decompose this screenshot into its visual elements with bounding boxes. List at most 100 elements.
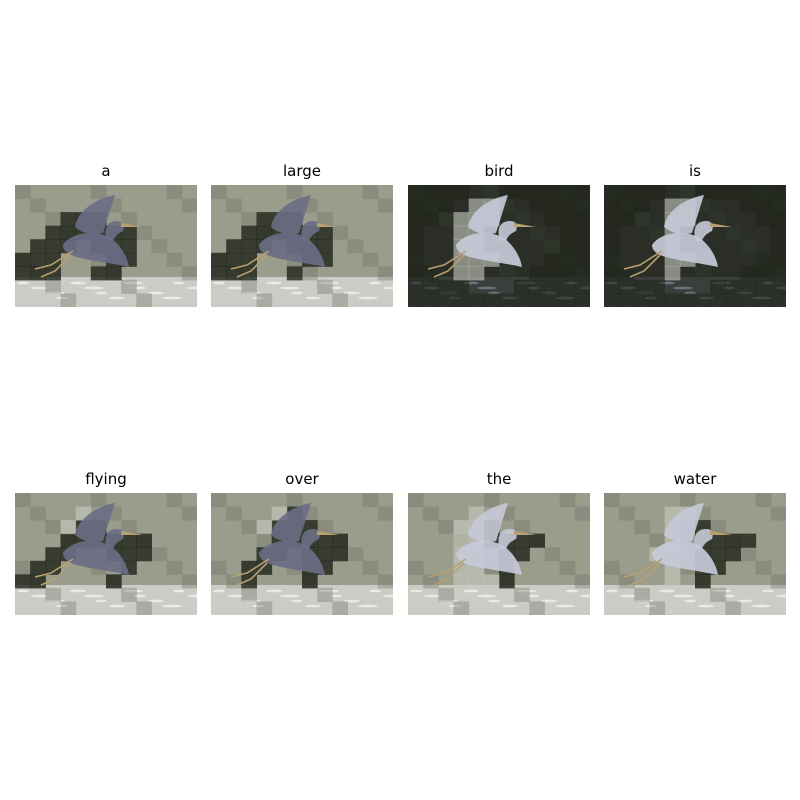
attention-tile-dark bbox=[740, 293, 757, 307]
water-ripple bbox=[45, 291, 65, 295]
attention-tile-dark bbox=[679, 293, 696, 307]
attention-tile-dark bbox=[755, 252, 772, 267]
attention-tile-dark bbox=[574, 198, 590, 213]
attention-tile-dark bbox=[408, 239, 424, 254]
water-ripple bbox=[173, 589, 185, 593]
attention-tile bbox=[241, 212, 257, 227]
attention-tile bbox=[408, 493, 424, 508]
water-ripple bbox=[319, 589, 339, 593]
attention-tile-dark bbox=[664, 293, 681, 307]
attention-tile-dark bbox=[710, 547, 726, 562]
attention-tile bbox=[559, 493, 576, 508]
water-ripple bbox=[516, 589, 536, 593]
water-ripple bbox=[330, 594, 342, 598]
heron-body bbox=[652, 540, 718, 575]
attention-tile-dark bbox=[604, 266, 620, 281]
water-ripple bbox=[56, 296, 68, 300]
attention-tile bbox=[151, 547, 168, 562]
attention-tile-dark bbox=[740, 198, 757, 213]
panel-word-title: large bbox=[282, 162, 321, 180]
attention-tile-dark bbox=[317, 239, 333, 254]
attention-tile-dark bbox=[740, 279, 757, 294]
water-ripple bbox=[280, 594, 300, 598]
attention-tile-dark bbox=[15, 574, 31, 589]
attention-tile-dark bbox=[619, 212, 635, 227]
attention-tile-dark bbox=[725, 547, 741, 562]
water-ripple bbox=[449, 604, 461, 608]
attention-tile-dark bbox=[15, 252, 31, 267]
attention-tile bbox=[514, 520, 530, 535]
attention-tile-dark bbox=[241, 225, 257, 240]
panel-word-title: water bbox=[673, 470, 717, 488]
attention-tile-dark bbox=[770, 225, 786, 240]
water-surface bbox=[604, 585, 786, 615]
heron-beak bbox=[710, 223, 732, 227]
attention-tile bbox=[211, 493, 227, 508]
attention-tile bbox=[770, 506, 786, 521]
attention-tile bbox=[362, 252, 379, 267]
attention-tile bbox=[45, 279, 61, 294]
attention-tile-dark bbox=[634, 198, 650, 213]
attention-tile-dark bbox=[755, 279, 772, 294]
water-ripple bbox=[17, 281, 29, 285]
attention-tile-dark bbox=[695, 574, 711, 589]
heron-legs bbox=[623, 250, 663, 278]
water-ripple bbox=[344, 291, 360, 295]
attention-tile-dark bbox=[770, 198, 786, 213]
water-ripple bbox=[173, 281, 185, 285]
heron-legs bbox=[34, 558, 74, 586]
attention-tile-dark bbox=[438, 279, 454, 294]
heron-bird bbox=[230, 195, 339, 278]
water-ripple bbox=[70, 281, 86, 285]
attention-tile bbox=[136, 601, 152, 615]
attention-tile bbox=[121, 587, 137, 602]
attention-tile-dark bbox=[755, 185, 772, 200]
attention-tile bbox=[529, 225, 545, 240]
attention-tile-dark bbox=[241, 239, 257, 254]
attention-tile-dark bbox=[468, 293, 485, 307]
attention-tile-dark bbox=[453, 279, 470, 294]
heron-neck bbox=[105, 221, 124, 241]
attention-tile-dark bbox=[604, 185, 620, 200]
water-ripple bbox=[776, 594, 786, 598]
attention-tile-dark bbox=[770, 185, 786, 200]
water-ripple bbox=[252, 296, 264, 300]
water-ripple bbox=[56, 604, 68, 608]
water-ripple bbox=[31, 286, 47, 290]
attention-tile-dark bbox=[499, 574, 515, 589]
attention-tile bbox=[529, 601, 545, 615]
heron-legs bbox=[623, 558, 663, 586]
water-ripple bbox=[383, 594, 393, 598]
water-ripple bbox=[148, 599, 164, 603]
attention-tile-dark bbox=[226, 239, 242, 254]
attention-tile-dark bbox=[211, 266, 227, 281]
attention-tile bbox=[725, 225, 741, 240]
water-ripple bbox=[463, 589, 479, 593]
heron-legs bbox=[230, 250, 270, 278]
attention-tile bbox=[317, 587, 333, 602]
attention-tile bbox=[286, 185, 303, 200]
attention-tile bbox=[166, 560, 183, 575]
attention-tile-light bbox=[256, 520, 273, 535]
attention-tile bbox=[634, 212, 650, 227]
attention-tile bbox=[514, 212, 530, 227]
attention-tile bbox=[241, 520, 257, 535]
heron-body bbox=[259, 232, 325, 267]
water-ripple bbox=[383, 286, 393, 290]
attention-tile bbox=[559, 560, 576, 575]
attention-tile-dark bbox=[574, 293, 590, 307]
attention-tile bbox=[181, 266, 197, 281]
attention-tile-dark bbox=[574, 212, 590, 227]
attention-tile-dark bbox=[423, 293, 439, 307]
water-ripple bbox=[241, 291, 261, 295]
water-ripple bbox=[477, 594, 497, 598]
attention-tile-dark bbox=[725, 293, 741, 307]
attention-tile bbox=[30, 198, 46, 213]
water-ripple bbox=[566, 589, 578, 593]
attention-tile-dark bbox=[619, 279, 635, 294]
attention-tile bbox=[755, 493, 772, 508]
attention-tile-light bbox=[453, 266, 470, 281]
water-ripple bbox=[148, 291, 164, 295]
water-ripple bbox=[84, 594, 104, 598]
attention-tile bbox=[514, 587, 530, 602]
